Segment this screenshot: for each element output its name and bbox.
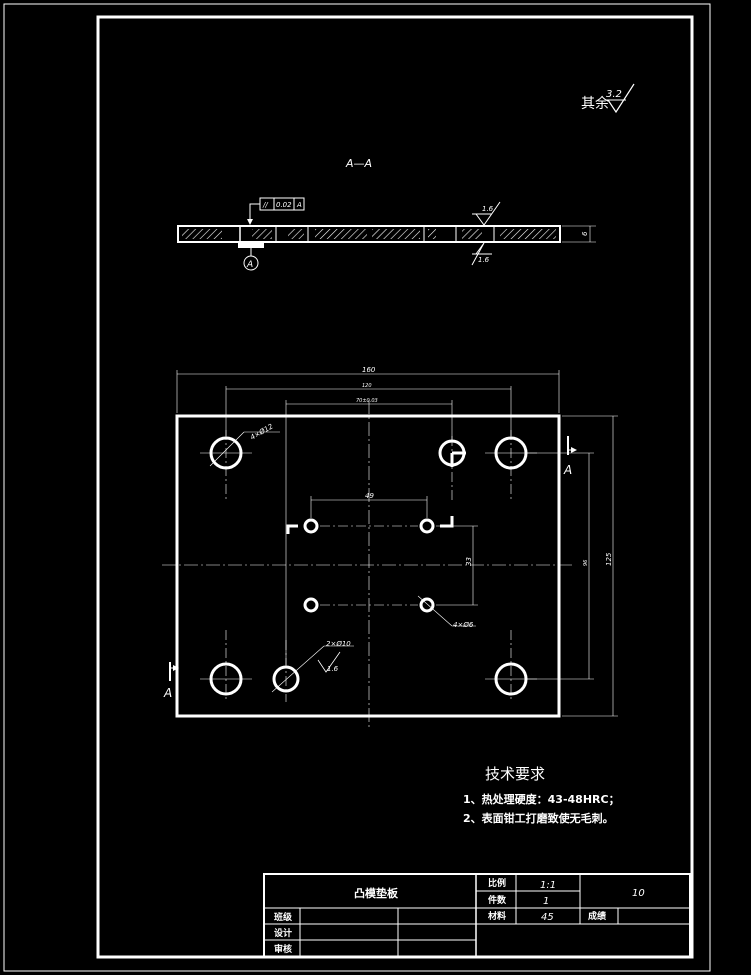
drawn-label: 班级 xyxy=(274,911,293,923)
scale-label: 比例 xyxy=(488,877,506,889)
plan-view: 160 120 70±0.03 49 33 xyxy=(162,366,618,730)
datum-marker-label: A xyxy=(246,260,253,270)
callout-large-holes: 4×Ø12 xyxy=(209,422,280,467)
section-view: A // 0.02 A 1.6 1.6 6 xyxy=(177,197,596,271)
roughness-top-value: 1.6 xyxy=(482,205,494,213)
pin-hole xyxy=(438,436,466,500)
dim-pin-spacing-x-value: 70±0.03 xyxy=(356,398,378,404)
callout-small-holes-text: 4×Ø6 xyxy=(453,621,474,629)
section-mark-right: A xyxy=(563,436,577,477)
dim-overall-width-value: 160 xyxy=(362,366,376,374)
review-label: 审核 xyxy=(274,943,292,955)
dim-overall-height-value: 125 xyxy=(605,552,613,566)
section-mark-left-text: A xyxy=(163,686,172,700)
roughness-bottom: 1.6 xyxy=(471,242,492,266)
dim-inner-holes-y: 33 xyxy=(436,525,478,606)
small-hole xyxy=(286,518,319,534)
dim-hole-spacing-y: 96 xyxy=(526,452,594,680)
qty-value: 1 xyxy=(543,896,549,907)
roughness-prefix: 其余 xyxy=(581,95,609,112)
material-value: 45 xyxy=(541,912,554,923)
large-hole xyxy=(200,430,252,500)
tolerance-frame: // 0.02 A xyxy=(247,197,305,225)
pin-hole xyxy=(272,640,300,702)
dim-hole-spacing-x-value: 120 xyxy=(362,383,372,389)
part-name: 凸模垫板 xyxy=(354,886,399,900)
qty-label: 件数 xyxy=(488,894,507,906)
dim-hole-spacing-x: 120 xyxy=(225,383,512,436)
callout-small-holes: 4×Ø6 xyxy=(417,595,476,629)
small-hole xyxy=(419,597,435,613)
large-hole xyxy=(200,630,252,702)
section-mark-left: A xyxy=(163,662,179,700)
tolerance-symbol: // xyxy=(262,201,268,209)
design-label: 设计 xyxy=(274,927,292,939)
large-hole xyxy=(485,630,537,702)
plate-outline xyxy=(175,414,561,718)
tech-title: 技术要求 xyxy=(485,765,545,783)
dim-overall-width: 160 xyxy=(176,366,560,413)
scale-value: 1:1 xyxy=(540,880,556,891)
dim-hole-spacing-y-value: 96 xyxy=(583,560,589,566)
roughness-top: 1.6 xyxy=(472,201,501,226)
material-label: 材料 xyxy=(487,910,506,922)
roughness-bottom-value: 1.6 xyxy=(478,256,490,264)
dim-inner-holes-y-value: 33 xyxy=(465,557,473,566)
callout-pin-holes-text: 2×Ø10 xyxy=(326,640,351,648)
grade-label: 成绩 xyxy=(588,910,606,922)
small-hole xyxy=(303,597,319,613)
drawing-no: 10 xyxy=(632,888,645,899)
section-label: A—A xyxy=(345,157,372,170)
small-hole xyxy=(419,516,454,534)
tolerance-datum: A xyxy=(296,201,302,209)
dim-overall-height: 125 xyxy=(562,415,618,717)
title-block: 凸模垫板 比例 1:1 件数 1 材料 45 10 成绩 班级 设计 审核 xyxy=(263,873,691,958)
tech-item: 1、热处理硬度：43-48HRC； xyxy=(463,792,620,806)
tolerance-value: 0.02 xyxy=(276,201,292,209)
thickness-value: 6 xyxy=(581,231,589,236)
callout-pin-holes: 2×Ø10 1.6 xyxy=(271,640,354,693)
section-mark-right-text: A xyxy=(563,463,572,477)
dim-pin-spacing-x: 70±0.03 xyxy=(285,398,453,665)
sheet-border xyxy=(3,3,711,972)
dim-inner-holes-x: 49 xyxy=(310,492,428,518)
tech-item: 2、表面钳工打磨致使无毛刺。 xyxy=(463,811,614,825)
section-label-text: A—A xyxy=(345,157,372,170)
tech-requirements: 技术要求 1、热处理硬度：43-48HRC； 2、表面钳工打磨致使无毛刺。 xyxy=(463,765,620,825)
callout-pin-roughness: 1.6 xyxy=(327,665,339,673)
large-hole xyxy=(485,430,537,500)
dim-inner-holes-x-value: 49 xyxy=(365,492,374,500)
roughness-value: 3.2 xyxy=(606,89,622,100)
thickness-dimension: 6 xyxy=(562,225,596,243)
roughness-general: 其余 3.2 xyxy=(581,83,635,114)
